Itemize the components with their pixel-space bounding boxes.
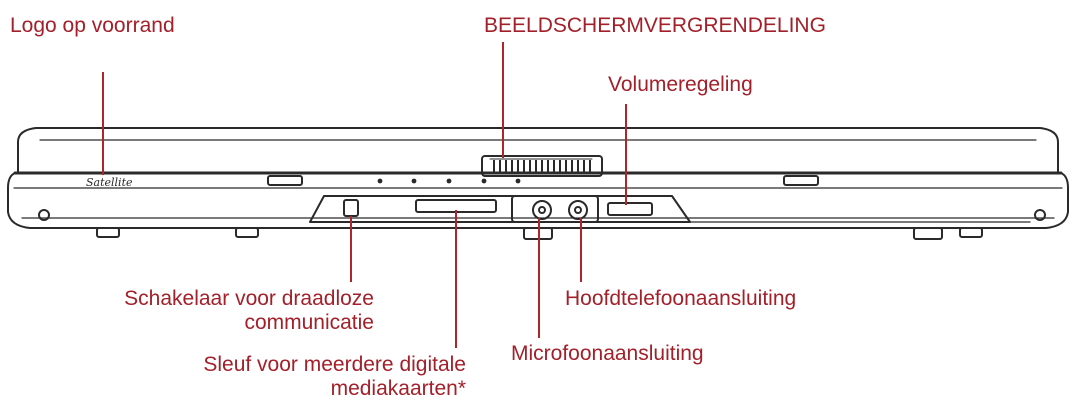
display-latch bbox=[481, 155, 603, 177]
screw-left bbox=[38, 209, 50, 221]
leader-lines bbox=[102, 42, 627, 348]
foot bbox=[96, 227, 120, 238]
label-media-slot-line-1: Sleuf voor meerdere digitale bbox=[203, 353, 466, 376]
latch-ridges bbox=[493, 160, 591, 173]
foot bbox=[235, 227, 259, 238]
label-headphone-jack: Hoofdtelefoonaansluiting bbox=[565, 287, 797, 310]
label-wireless-switch: Schakelaar voor draadloze communicatie bbox=[68, 287, 374, 335]
label-display-latch: BEELDSCHERMVERGRENDELING bbox=[484, 14, 826, 37]
status-indicators bbox=[377, 178, 521, 184]
headphone-jack bbox=[568, 200, 588, 220]
label-media-slot-line-2: mediakaarten* bbox=[330, 377, 466, 400]
display-lid bbox=[17, 127, 1059, 173]
foot bbox=[959, 227, 983, 238]
front-logo-mark: Satellite bbox=[86, 176, 133, 189]
label-volume-control: Volumeregeling bbox=[608, 73, 753, 96]
wireless-switch bbox=[343, 199, 359, 217]
microphone-jack bbox=[532, 200, 552, 220]
lid-latch-left bbox=[267, 175, 303, 186]
audio-jack-housing bbox=[511, 195, 599, 223]
label-front-logo: Logo op voorrand bbox=[10, 14, 175, 37]
label-wireless-switch-line-2: communicatie bbox=[244, 311, 374, 334]
foot bbox=[913, 227, 943, 240]
lid-latch-right bbox=[783, 175, 819, 186]
volume-control-wheel bbox=[607, 202, 653, 216]
label-microphone-jack: Microfoonaansluiting bbox=[511, 342, 704, 365]
label-media-slot: Sleuf voor meerdere digitale mediakaarte… bbox=[148, 353, 466, 401]
label-wireless-switch-line-1: Schakelaar voor draadloze bbox=[124, 287, 374, 310]
screw-right bbox=[1034, 209, 1046, 221]
